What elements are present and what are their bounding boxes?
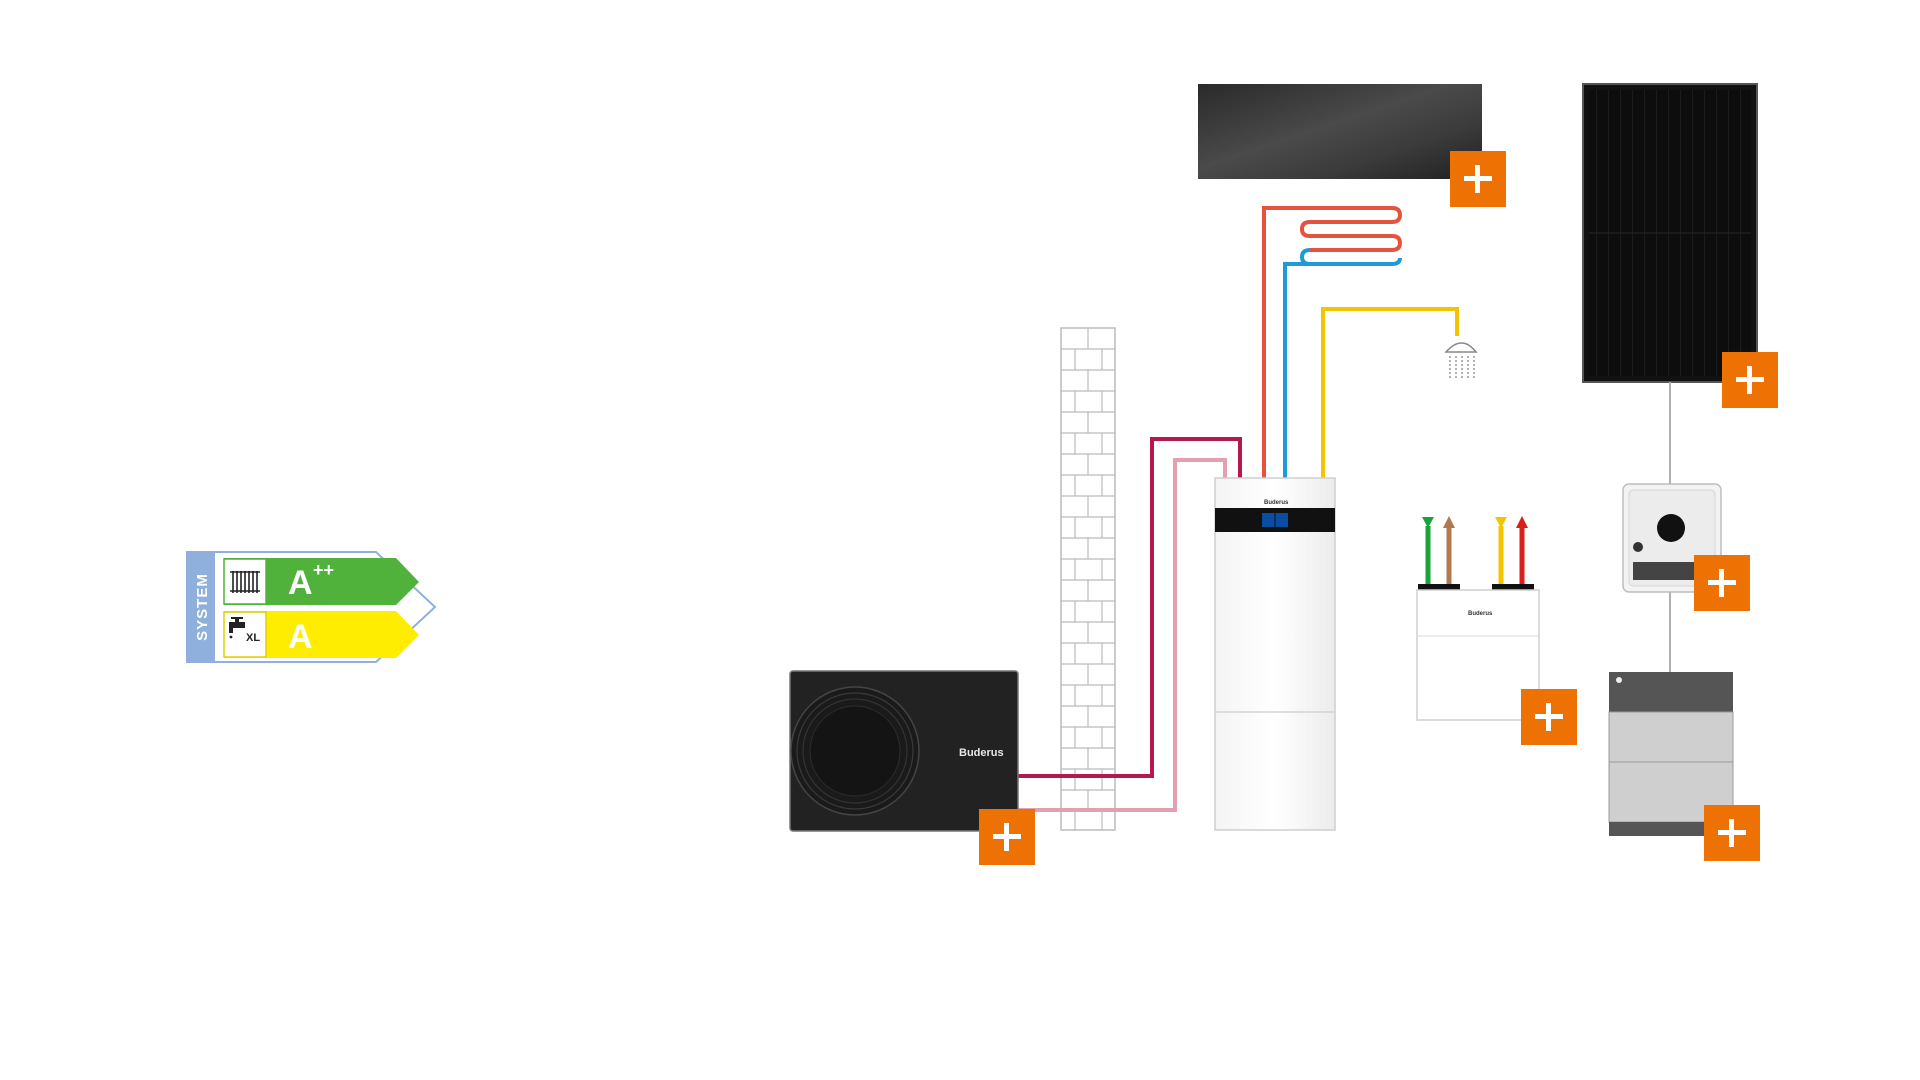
water-icon-box [223,611,267,658]
indoor-unit: Buderus [1214,477,1336,831]
floor-heating-loop-blue [1283,248,1402,478]
add-solar-panel-button[interactable] [1722,352,1778,408]
solar-panel [1582,83,1758,383]
water-size: XL [246,632,260,644]
system-text: SYSTEM [194,573,211,641]
add-inverter-button[interactable] [1694,555,1750,611]
outdoor-unit-brand: Buderus [959,747,1004,759]
water-rating-main: A [288,618,313,656]
radiator-icon [230,571,260,593]
heating-rating-sup: ++ [313,560,334,580]
ventilation-unit-brand: Buderus [1468,611,1493,617]
outdoor-unit: Buderus [789,670,1019,832]
floor-heating-panel [1198,84,1482,179]
heating-rating-main: A [288,564,313,602]
add-ventilation-button[interactable] [1521,689,1577,745]
brick-wall [1060,327,1116,831]
heating-icon-box [223,558,267,605]
ventilation-unit: Buderus [1416,516,1540,721]
add-battery-button[interactable] [1704,805,1760,861]
indoor-unit-brand: Buderus [1264,500,1289,506]
heating-rating-arrow [224,558,419,605]
shower-icon [1444,342,1478,378]
battery-storage [1608,672,1734,836]
water-rating-arrow [224,611,419,658]
pipe-return-pink [1018,458,1227,812]
floor-heating-loop-red [1262,206,1403,478]
hot-water-pipe [1321,307,1459,478]
pipe-flow-crimson [1018,437,1242,778]
tap-icon [229,617,245,639]
add-floor-heating-button[interactable] [1450,151,1506,207]
system-band [187,552,215,662]
add-outdoor-unit-button[interactable] [979,809,1035,865]
energy-label: SYSTEM A ++ XL A [186,551,437,663]
